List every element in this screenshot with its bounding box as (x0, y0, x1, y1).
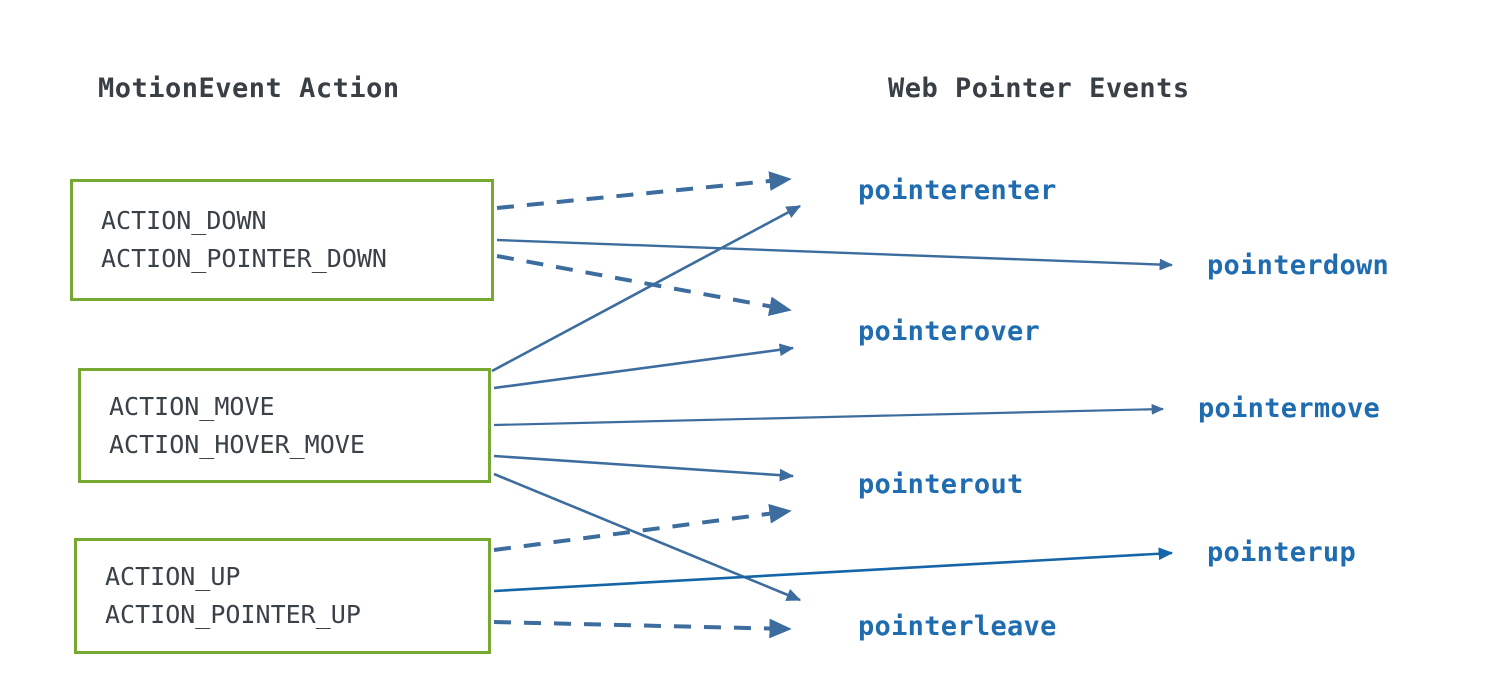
column-title-motionevent: MotionEvent Action (98, 73, 400, 104)
action-box-move-line-1: ACTION_MOVE (109, 391, 275, 421)
edge-down-to-pointerenter (496, 171, 792, 210)
edge-up-to-pointerout (493, 503, 792, 552)
edge-down-to-pointerover (496, 254, 792, 316)
event-label-pointerover: pointerover (858, 316, 1041, 347)
edge-move-to-pointerleave (493, 472, 802, 602)
action-box-move-line-2: ACTION_HOVER_MOVE (109, 429, 365, 459)
edge-move-to-pointerenter (491, 204, 802, 373)
event-label-pointerenter: pointerenter (858, 175, 1057, 206)
edge-up-to-pointerleave (493, 618, 792, 639)
action-box-down[interactable]: ACTION_DOWN ACTION_POINTER_DOWN (70, 179, 494, 301)
action-box-move[interactable]: ACTION_MOVE ACTION_HOVER_MOVE (78, 368, 491, 483)
event-label-pointerleave: pointerleave (858, 611, 1057, 642)
edge-up-to-pointerup (493, 547, 1174, 593)
event-label-pointerout: pointerout (858, 469, 1024, 500)
action-box-down-line-2: ACTION_POINTER_DOWN (101, 244, 387, 273)
action-box-down-line-1: ACTION_DOWN (101, 206, 267, 235)
event-label-pointerup: pointerup (1207, 537, 1356, 568)
edge-move-to-pointerover (493, 343, 795, 390)
action-box-up[interactable]: ACTION_UP ACTION_POINTER_UP (74, 538, 491, 654)
action-box-up-line-1: ACTION_UP (105, 562, 241, 591)
edge-move-to-pointermove (493, 403, 1164, 427)
action-box-up-line-2: ACTION_POINTER_UP (105, 600, 361, 629)
edge-move-to-pointerout (493, 454, 795, 482)
column-title-web-pointer-events: Web Pointer Events (888, 73, 1190, 104)
edge-down-to-pointerdown (496, 238, 1174, 271)
event-label-pointermove: pointermove (1198, 393, 1381, 424)
event-label-pointerdown: pointerdown (1207, 250, 1390, 281)
